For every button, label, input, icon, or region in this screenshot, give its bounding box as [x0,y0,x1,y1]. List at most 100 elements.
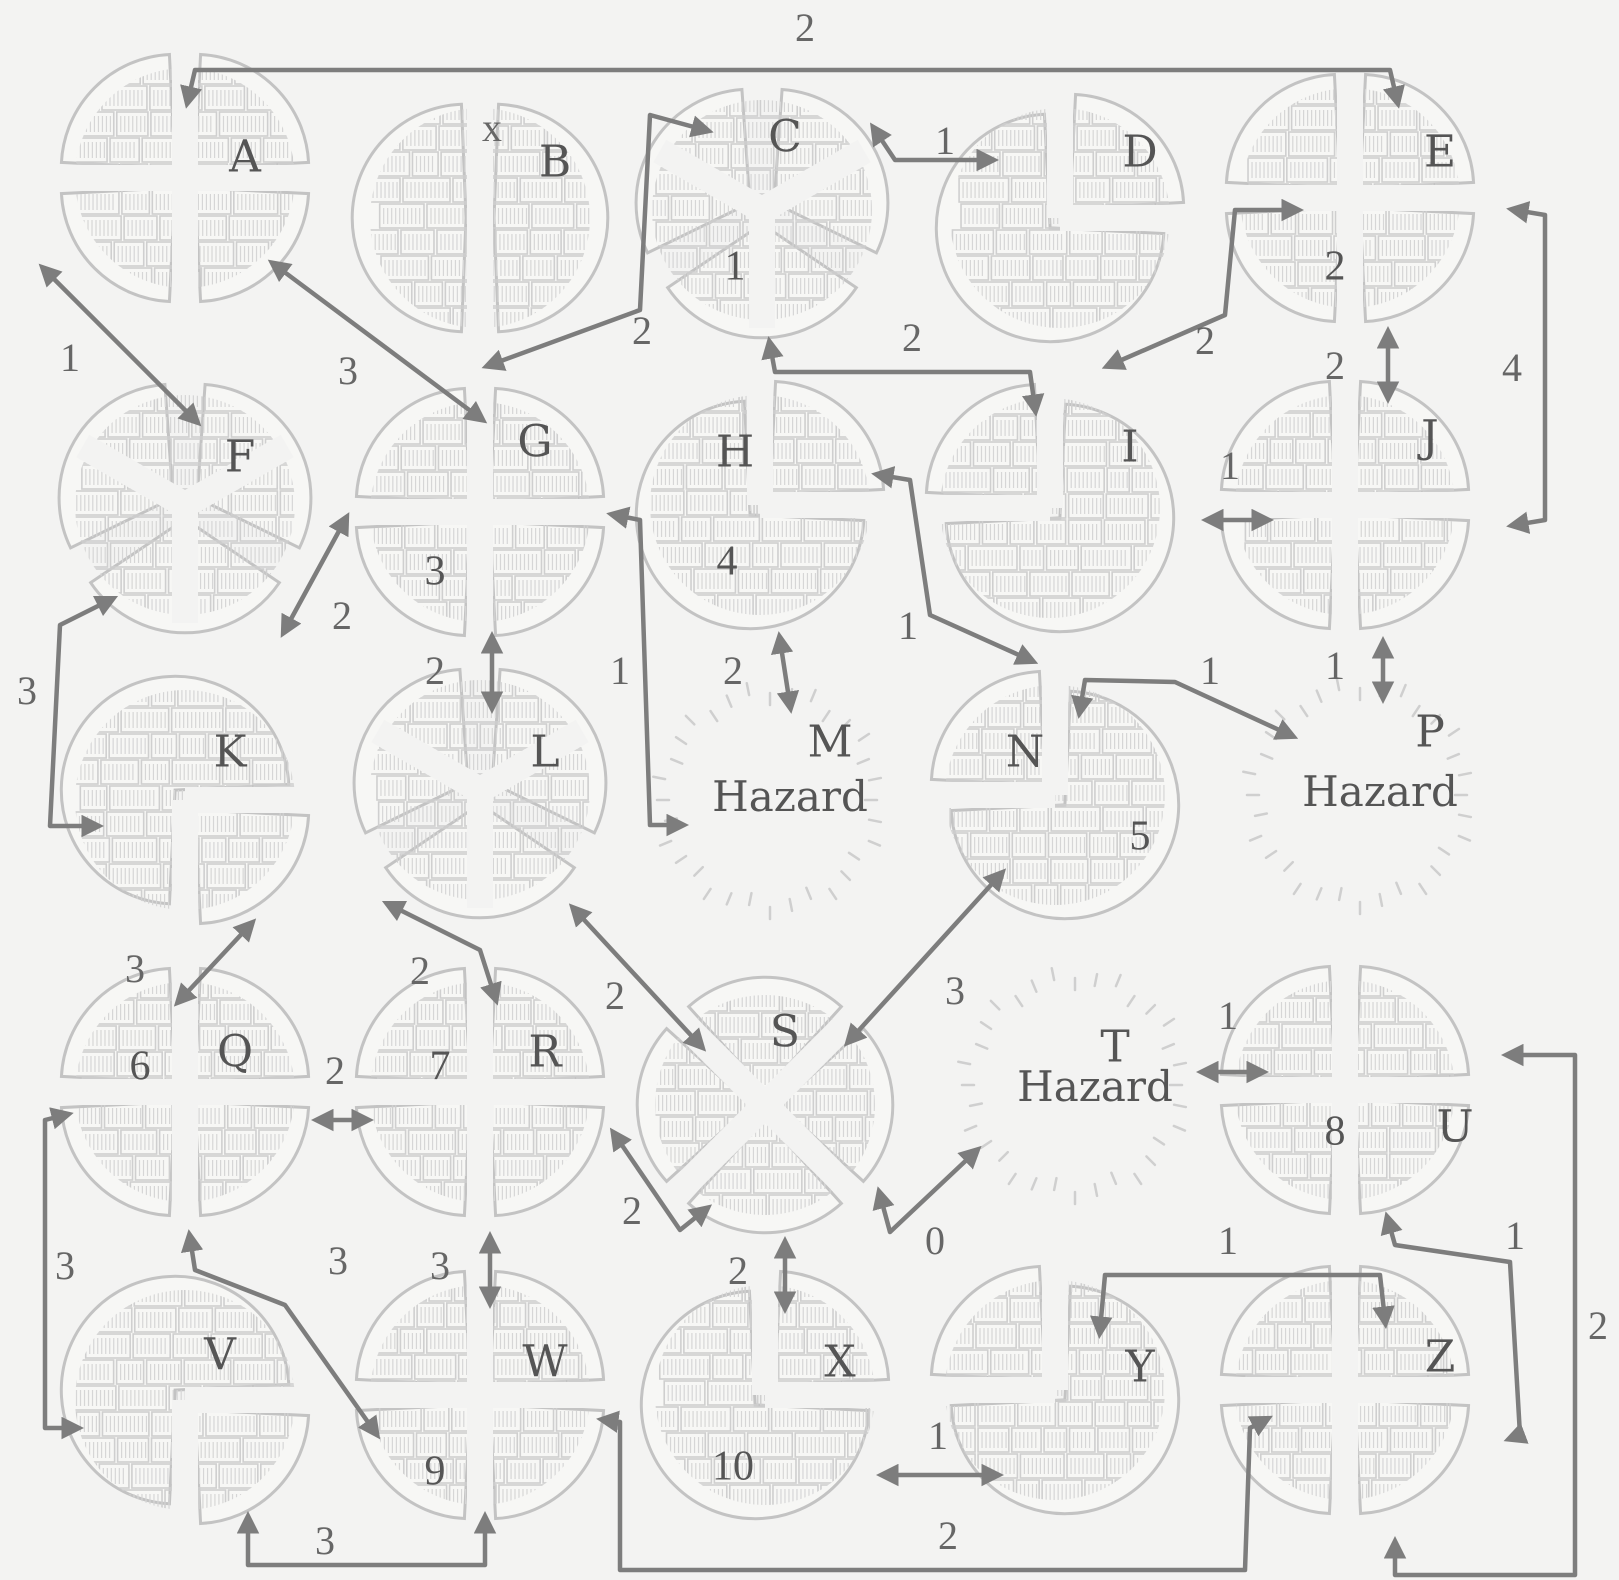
hazard-spark [1016,996,1023,1006]
district-number-G: 3 [425,549,446,595]
hazard-spark [1448,754,1459,759]
district-letter-A: A [228,132,262,183]
district-Z[interactable] [1221,1266,1497,1530]
route-cost-label: 2 [325,1048,345,1093]
route-V-W[interactable] [248,1520,485,1565]
hazard-spark [1339,888,1341,900]
hazard-spark [859,734,869,741]
route-cost-label: 3 [430,1243,450,1288]
hazard-spark [1111,1173,1116,1184]
hazard-spark [1261,754,1272,759]
route-cost-label: 2 [938,1513,958,1558]
hazard-spark [1032,1178,1037,1189]
hazard-spark [869,841,880,846]
district-K[interactable] [61,676,349,940]
route-cost-label: 3 [328,1238,348,1283]
district-letter-Q: Q [217,1027,253,1078]
district-letter-I: I [1121,422,1138,473]
hazard-spark [653,777,665,779]
hazard-spark [676,856,686,863]
x-marker: x [482,105,502,150]
hazard-spark [1134,1174,1141,1184]
district-E[interactable] [1226,74,1502,338]
hazard-spark [1174,1126,1185,1131]
district-number-C: 1 [725,244,746,290]
hazard-text: Hazard [712,772,868,821]
district-L[interactable] [354,669,644,930]
route-H-M[interactable] [780,640,790,705]
hazard-spark [841,871,849,879]
district-letter-N: N [1006,727,1045,778]
route-cost-label: 2 [1195,318,1215,363]
route-cost-label: 3 [17,668,37,713]
district-G[interactable] [356,388,630,652]
district-number-X: 10 [712,1444,754,1490]
district-X[interactable] [641,1271,922,1535]
hazard-spark [981,1022,991,1029]
district-letter-Y: Y [1124,1342,1155,1393]
district-number-H: 4 [717,539,738,585]
hazard-spark [1301,706,1308,716]
hazard-spark [1163,1044,1174,1049]
hazard-spark [1396,883,1401,894]
district-W[interactable] [356,1271,627,1535]
district-letter-H: H [716,427,754,478]
hazard-spark [1146,1156,1154,1164]
district-R[interactable] [356,968,623,1232]
hazard-spark [665,819,677,821]
district-number-N: 5 [1130,814,1151,860]
route-cost-label: 3 [55,1243,75,1288]
hazard-spark [849,853,859,860]
district-letter-E: E [1424,127,1456,178]
district-letter-K: K [214,727,248,778]
hazard-spark [660,841,671,846]
hazard-spark [829,889,836,899]
district-I[interactable] [926,384,1202,648]
hazard-spark [711,711,718,721]
hazard-spark [1294,884,1301,894]
route-N-S[interactable] [850,875,1000,1040]
district-letter-W: W [522,1337,568,1388]
route-cost-label: 2 [902,315,922,360]
district-letter-C: C [768,112,802,163]
hazard-spark [1439,848,1449,855]
hazard-spark [1266,732,1276,739]
hazard-spark [869,820,881,822]
route-cost-label: 2 [425,648,445,693]
district-A[interactable] [61,54,339,318]
district-H[interactable] [636,381,916,645]
hazard-letter: M [807,717,852,768]
hazard-spark [1431,866,1439,874]
route-cost-label: 1 [1505,1213,1525,1258]
district-Q[interactable] [61,968,340,1232]
district-U[interactable] [1221,966,1501,1230]
hazard-spark [1401,685,1406,696]
route-cost-label: 3 [315,1518,335,1563]
hazard-spark [806,888,811,899]
hazard-spark [727,696,732,707]
district-J[interactable] [1221,381,1499,645]
hazard-spark [747,683,749,695]
route-cost-label: 0 [925,1218,945,1263]
hazard-spark [704,889,711,899]
district-Y[interactable] [931,1266,1212,1530]
district-N[interactable] [931,671,1208,935]
route-cost-label: 1 [898,603,918,648]
hazard-spark [1317,888,1322,899]
hazard-spark [1380,894,1382,906]
hazard-spark [1459,773,1471,775]
hazard-spark [1174,1105,1186,1107]
district-letter-F: F [225,432,256,483]
district-D[interactable] [936,94,1228,358]
district-letter-L: L [530,727,559,778]
route-L-S[interactable] [575,910,700,1045]
hazard-spark [1266,851,1276,858]
hazard-spark [999,1152,1007,1160]
district-letter-X: X [824,1337,856,1388]
hazard-spark [1128,996,1135,1006]
hazard-spark [965,1126,976,1131]
